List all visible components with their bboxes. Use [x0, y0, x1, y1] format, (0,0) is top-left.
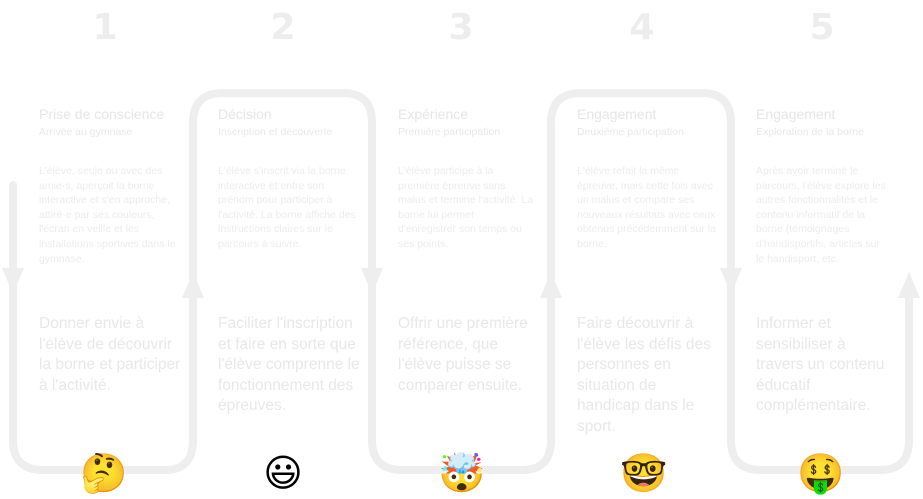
stage-5: Engagement Exploration de la borne Après…: [756, 105, 906, 266]
stage-subtitle: Inscription et découverte: [218, 126, 333, 138]
exploding-head-icon: 🤯: [438, 451, 486, 495]
arrow-down-icon: [2, 268, 24, 294]
stage-subtitle: Arrivée au gymnase: [39, 126, 133, 138]
step-number-2: 2: [270, 7, 296, 48]
stage-subtitle: Deuxième participation: [577, 126, 684, 138]
stage-description: Après avoir terminé le parcours, l'élève…: [756, 165, 886, 265]
arrow-down-icon: [361, 268, 383, 294]
stage-goal-2: Faciliter l'inscription et faire en sort…: [218, 315, 360, 414]
step-number-1: 1: [92, 7, 118, 48]
stage-subtitle: Première participation: [398, 126, 501, 138]
step-number-5: 5: [809, 7, 835, 48]
path-segment-5: [727, 276, 913, 474]
stage-4: Engagement Deuxième participation L'élèv…: [577, 105, 727, 252]
step-number-3: 3: [448, 7, 474, 48]
grinning-face-icon: 😃: [263, 451, 303, 495]
path-segment-3: [368, 276, 555, 474]
arrow-down-icon: [720, 268, 742, 294]
path-segment-4: [547, 89, 735, 299]
stage-title: Engagement: [756, 106, 836, 122]
arrow-up-icon: [540, 272, 562, 298]
stage-title: Prise de conscience: [39, 106, 165, 122]
stage-description: L'élève refait la même épreuve, mais cet…: [577, 165, 716, 250]
path-segment-1: [9, 181, 197, 474]
stage-goal-1: Donner envie à l'élève de découvrir la b…: [39, 315, 181, 394]
arrow-up-icon: [898, 272, 920, 298]
thinking-face-icon: 🤔: [80, 451, 128, 495]
money-mouth-face-icon: 🤑: [797, 451, 845, 495]
stage-1: Prise de conscience Arrivée au gymnase L…: [39, 105, 189, 266]
stage-description: L'élève, seule ou avec des amie·s, aperç…: [39, 165, 176, 265]
stage-title: Expérience: [398, 106, 469, 122]
stage-description: L'élève s'inscrit via la borne interacti…: [218, 165, 356, 250]
stage-goal-3: Offrir une première référence, que l'élè…: [398, 315, 528, 394]
nerd-face-icon: 🤓: [620, 451, 668, 495]
stage-description: L'élève participe à la première épreuve …: [398, 165, 534, 250]
stage-3: Expérience Première participation L'élèv…: [398, 105, 548, 252]
path-segment-2: [189, 89, 376, 299]
arrow-up-icon: [182, 272, 204, 298]
stage-2: Décision Inscription et découverte L'élè…: [218, 105, 368, 252]
stage-subtitle: Exploration de la borne: [756, 126, 864, 138]
step-number-4: 4: [629, 7, 655, 48]
stage-goal-4: Faire découvrir à l'élève les défis des …: [577, 315, 711, 435]
stage-title: Décision: [218, 106, 272, 122]
stage-title: Engagement: [577, 106, 657, 122]
stage-goal-5: Informer et sensibiliser à travers un co…: [756, 315, 885, 414]
